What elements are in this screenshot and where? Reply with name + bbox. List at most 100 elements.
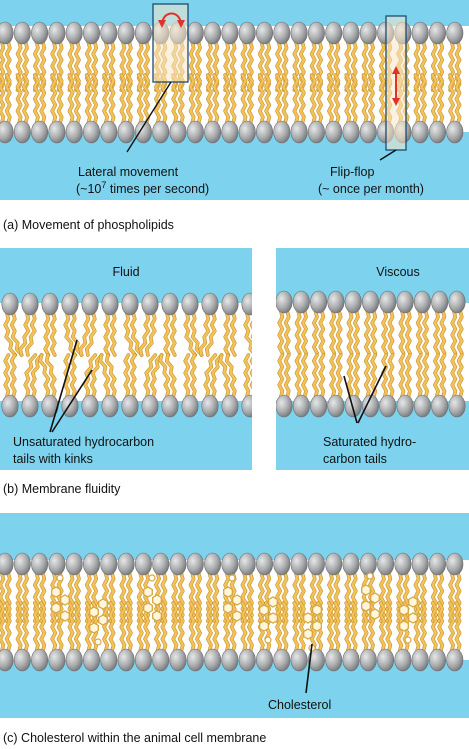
tail (124, 311, 137, 357)
phospholipid-head (342, 21, 360, 45)
phospholipid-head (273, 21, 291, 45)
cholesterol-molecule (259, 596, 278, 644)
tail (39, 353, 50, 399)
tail (416, 353, 422, 399)
phospholipid-head (48, 648, 66, 672)
phospholipid-head (413, 290, 431, 314)
saturated-label-line2: carbon tails (323, 452, 387, 466)
tail (310, 73, 316, 125)
tail (319, 353, 325, 399)
tail (329, 353, 336, 399)
tail (189, 73, 195, 125)
phospholipid-head (428, 552, 446, 576)
tail (57, 73, 63, 125)
phospholipid-head (310, 394, 328, 418)
flip-flop-rate-label: (~ once per month) (318, 182, 424, 196)
phospholipid-head (83, 120, 101, 144)
phospholipid-head (31, 120, 49, 144)
tail (284, 309, 290, 355)
phospholipid-head (48, 120, 66, 144)
phospholipid-head (255, 21, 273, 45)
tail (5, 601, 11, 653)
phospholipid-head (121, 292, 139, 316)
tail (250, 313, 252, 339)
phospholipid-head (325, 120, 343, 144)
phospholipid-head (292, 394, 310, 418)
tail (213, 601, 219, 653)
tail (0, 73, 5, 125)
tail (437, 601, 444, 653)
tail (50, 73, 57, 125)
tail (244, 311, 252, 353)
phospholipid-head (21, 292, 39, 316)
tail (295, 353, 301, 399)
phospholipid-head (1, 292, 19, 316)
unsat-pointer-line-1 (49, 339, 78, 433)
sat-pointer-line-1 (343, 375, 358, 424)
tail (329, 309, 336, 355)
phospholipid-head (413, 394, 431, 418)
phospholipid-head (204, 648, 222, 672)
phospholipid-head (41, 292, 59, 316)
phospholipid-head (83, 648, 101, 672)
tail (293, 73, 299, 125)
phospholipid-head (379, 394, 397, 418)
tail (223, 73, 230, 125)
fluid-title: Fluid (112, 265, 139, 279)
phospholipid-head (344, 394, 362, 418)
tail (299, 73, 306, 125)
tail (388, 353, 394, 399)
phospholipid-head (186, 648, 204, 672)
tail (422, 353, 429, 399)
phospholipid-head (121, 394, 139, 418)
tail (110, 311, 116, 357)
phospholipid-head (169, 120, 187, 144)
tail (40, 73, 46, 125)
tail (416, 309, 422, 355)
tail (4, 311, 17, 357)
tail (414, 601, 420, 653)
phospholipid-head (204, 21, 222, 45)
phospholipid-head (377, 648, 395, 672)
phospholipid-head (273, 648, 291, 672)
phospholipid-head (100, 552, 118, 576)
tail (457, 309, 463, 355)
tail (137, 601, 143, 653)
tail (250, 357, 252, 397)
phospholipid-head (307, 21, 325, 45)
phospholipid-head (396, 394, 414, 418)
phospholipid-head (221, 648, 239, 672)
cholesterol-molecule (399, 596, 418, 644)
cholesterol-molecule (303, 604, 322, 652)
phospholipid-head (0, 120, 14, 144)
tail (74, 601, 81, 653)
phospholipid-head (290, 21, 308, 45)
tail (224, 311, 230, 357)
phospholipid-head (359, 21, 377, 45)
tail (433, 309, 440, 355)
phospholipid-head (81, 292, 99, 316)
phospholipid-head (31, 21, 49, 45)
phospholipid-head (169, 648, 187, 672)
tail (165, 353, 176, 399)
phospholipid-head (100, 648, 118, 672)
tail (379, 73, 386, 125)
phospholipid-head (379, 290, 397, 314)
tail (5, 73, 11, 125)
cholesterol-pointer-line (305, 643, 313, 694)
phospholipid-head (100, 120, 118, 144)
phospholipid-head (411, 648, 429, 672)
tail (327, 601, 334, 653)
phospholipid-head (292, 290, 310, 314)
phospholipid-head (134, 120, 152, 144)
tail (124, 353, 130, 399)
tail (85, 601, 92, 653)
tail (230, 601, 236, 653)
tail (164, 311, 170, 357)
phospholipid-head (0, 552, 14, 576)
phospholipid-head (377, 552, 395, 576)
tail (241, 73, 247, 125)
phospholipid-head (238, 21, 256, 45)
phospholipid-head (428, 648, 446, 672)
